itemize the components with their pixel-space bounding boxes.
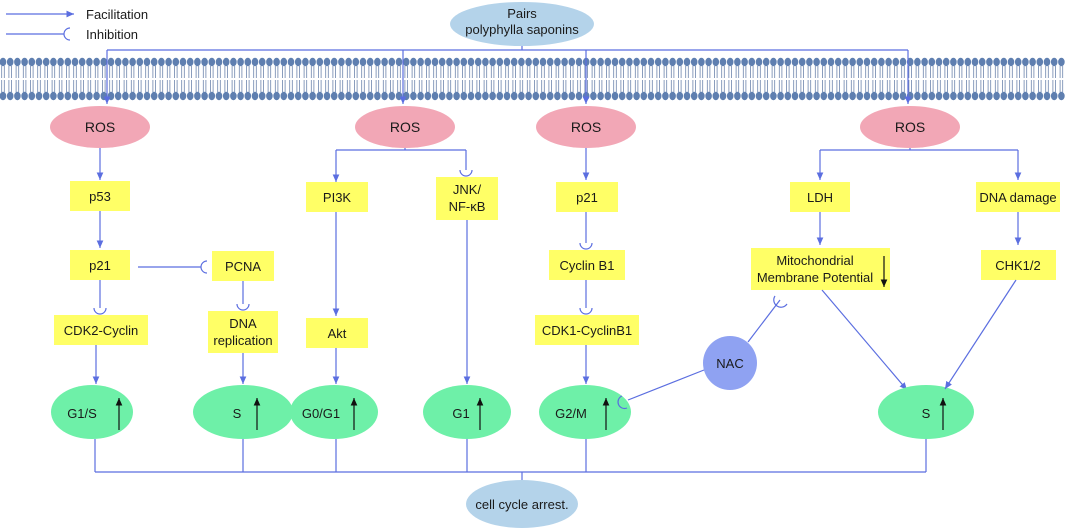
ros-label: ROS bbox=[390, 119, 420, 135]
ros-node-2: ROS bbox=[355, 106, 455, 148]
dna-damage-label: DNA damage bbox=[979, 190, 1056, 205]
ros-label: ROS bbox=[895, 119, 925, 135]
legend: Facilitation Inhibition bbox=[6, 7, 148, 42]
dna-replication-label-line1: DNA bbox=[229, 316, 257, 331]
ros2-split bbox=[332, 148, 473, 182]
mito-label-line1: Mitochondrial bbox=[776, 253, 853, 268]
cyclin-b1-label: Cyclin B1 bbox=[560, 258, 615, 273]
column-jnk-pathway: JNK/ NF-κB G1 bbox=[423, 177, 511, 439]
legend-inhibition-label: Inhibition bbox=[86, 27, 138, 42]
ldh-label: LDH bbox=[807, 190, 833, 205]
saponins-label-line2: polyphylla saponins bbox=[465, 22, 579, 37]
column-cyclinb1-pathway: p21 Cyclin B1 CDK1-CyclinB1 G2/M bbox=[535, 148, 639, 439]
p21-inhibits-pcna bbox=[138, 260, 208, 274]
s-phase-label: S bbox=[233, 406, 242, 421]
membrane-crossing-arrows bbox=[103, 50, 912, 104]
g0g1-label: G0/G1 bbox=[302, 406, 340, 421]
chk-label: CHK1/2 bbox=[995, 258, 1041, 273]
column-ldh-pathway: LDH Mitochondrial Membrane Potential NAC… bbox=[617, 182, 974, 439]
column-dna-damage-pathway: DNA damage CHK1/2 bbox=[944, 182, 1060, 390]
cdk2-cyclin-label: CDK2-Cyclin bbox=[64, 323, 138, 338]
cell-cycle-arrest-node: cell cycle arrest. bbox=[466, 480, 578, 528]
ros4-split bbox=[816, 148, 1022, 180]
s-phase-label-2: S bbox=[922, 406, 931, 421]
jnk-label-line2: NF-κB bbox=[449, 199, 486, 214]
column-pcna-pathway: PCNA DNA replication S bbox=[193, 251, 293, 439]
column-p53-pathway: p53 p21 CDK2-Cyclin G1/S bbox=[51, 148, 148, 439]
cell-cycle-arrest-label: cell cycle arrest. bbox=[475, 497, 568, 512]
g2m-label: G2/M bbox=[555, 406, 587, 421]
bottom-connectors bbox=[94, 439, 927, 480]
saponins-label-line1: Pairs bbox=[507, 6, 537, 21]
p53-label: p53 bbox=[89, 189, 111, 204]
p21-label-2: p21 bbox=[576, 190, 598, 205]
ros-label: ROS bbox=[571, 119, 601, 135]
ros-node-4: ROS bbox=[860, 106, 960, 148]
pi3k-label: PI3K bbox=[323, 190, 352, 205]
cdk1-cyclinb1-label: CDK1-CyclinB1 bbox=[542, 323, 632, 338]
saponins-node: Pairs polyphylla saponins bbox=[450, 2, 594, 46]
ros-node-3: ROS bbox=[536, 106, 636, 148]
cell-membrane bbox=[0, 57, 1065, 101]
inhibition-bar-icon bbox=[63, 27, 71, 41]
p21-label: p21 bbox=[89, 258, 111, 273]
g1-label: G1 bbox=[452, 406, 469, 421]
mito-label-line2: Membrane Potential bbox=[757, 270, 873, 285]
legend-facilitation-label: Facilitation bbox=[86, 7, 148, 22]
ros-label: ROS bbox=[85, 119, 115, 135]
pcna-label: PCNA bbox=[225, 259, 261, 274]
g1s-label: G1/S bbox=[67, 406, 97, 421]
ros-node-1: ROS bbox=[50, 106, 150, 148]
jnk-label-line1: JNK/ bbox=[453, 182, 482, 197]
nac-label: NAC bbox=[716, 356, 743, 371]
column-pi3k-pathway: PI3K Akt G0/G1 bbox=[290, 182, 378, 439]
akt-label: Akt bbox=[328, 326, 347, 341]
dna-replication-label-line2: replication bbox=[213, 333, 272, 348]
